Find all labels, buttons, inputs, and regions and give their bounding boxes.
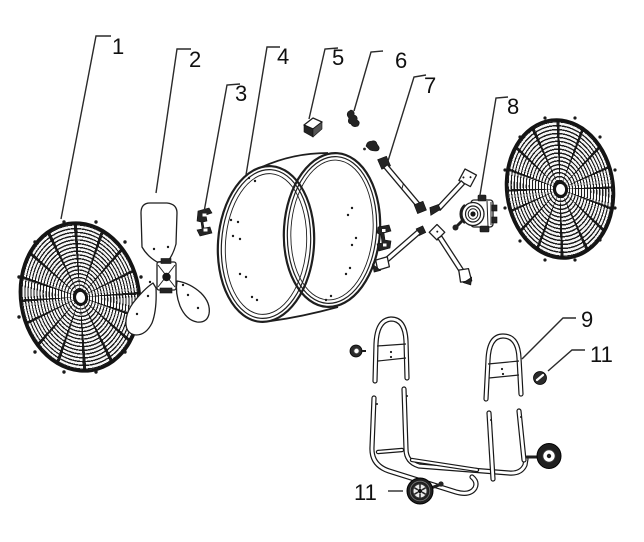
strut-lower-right	[428, 223, 473, 286]
leader-11-hubnut	[547, 349, 585, 372]
callout-3: 3	[235, 81, 247, 106]
front-wheel	[406, 477, 434, 505]
blade-rivets	[135, 245, 200, 316]
cart	[369, 316, 540, 496]
cord-clip-small	[363, 140, 380, 152]
leader-3	[203, 83, 241, 213]
hub-nut-left	[349, 344, 366, 358]
callouts: 1 2 3 4 5 6 7 8 9 11 11	[60, 34, 613, 505]
front-axle-cap	[438, 481, 444, 487]
drum-housing	[216, 152, 382, 323]
switch-box	[303, 117, 323, 138]
callout-4: 4	[277, 44, 289, 69]
blade-clamp-bracket	[196, 207, 213, 237]
callout-8: 8	[507, 94, 519, 119]
callout-2: 2	[189, 47, 201, 72]
fan-blade	[125, 202, 210, 336]
guard-mount-bracket	[376, 224, 392, 252]
leader-7	[387, 74, 427, 162]
cart-frame	[369, 386, 529, 496]
leader-5	[308, 47, 339, 120]
callout-1: 1	[112, 34, 124, 59]
callout-11-wheel: 11	[354, 480, 377, 505]
motor	[452, 194, 498, 233]
guard-rim-studs	[17, 116, 617, 374]
motor-shaft	[455, 218, 465, 228]
strut-upper-left	[377, 155, 427, 214]
handle-right	[483, 333, 524, 402]
cord-clip	[346, 109, 360, 127]
callout-9: 9	[581, 307, 593, 332]
leader-2	[155, 48, 191, 194]
callout-11-hubnut: 11	[590, 342, 613, 367]
leader-4	[245, 46, 280, 176]
callout-6: 6	[395, 48, 407, 73]
strut-upper-right	[429, 168, 478, 216]
motor-mount-struts	[372, 155, 478, 286]
callout-5: 5	[332, 45, 344, 70]
leader-6	[353, 50, 384, 112]
rear-wheel	[536, 443, 562, 469]
hub-nut-right	[533, 371, 547, 385]
leader-8	[478, 96, 509, 202]
strut-lower-left	[372, 225, 427, 273]
drum-rivet-holes	[229, 176, 358, 302]
callout-7: 7	[424, 73, 436, 98]
leader-9	[521, 317, 576, 360]
leader-1	[60, 35, 111, 220]
handle-left	[372, 316, 410, 384]
